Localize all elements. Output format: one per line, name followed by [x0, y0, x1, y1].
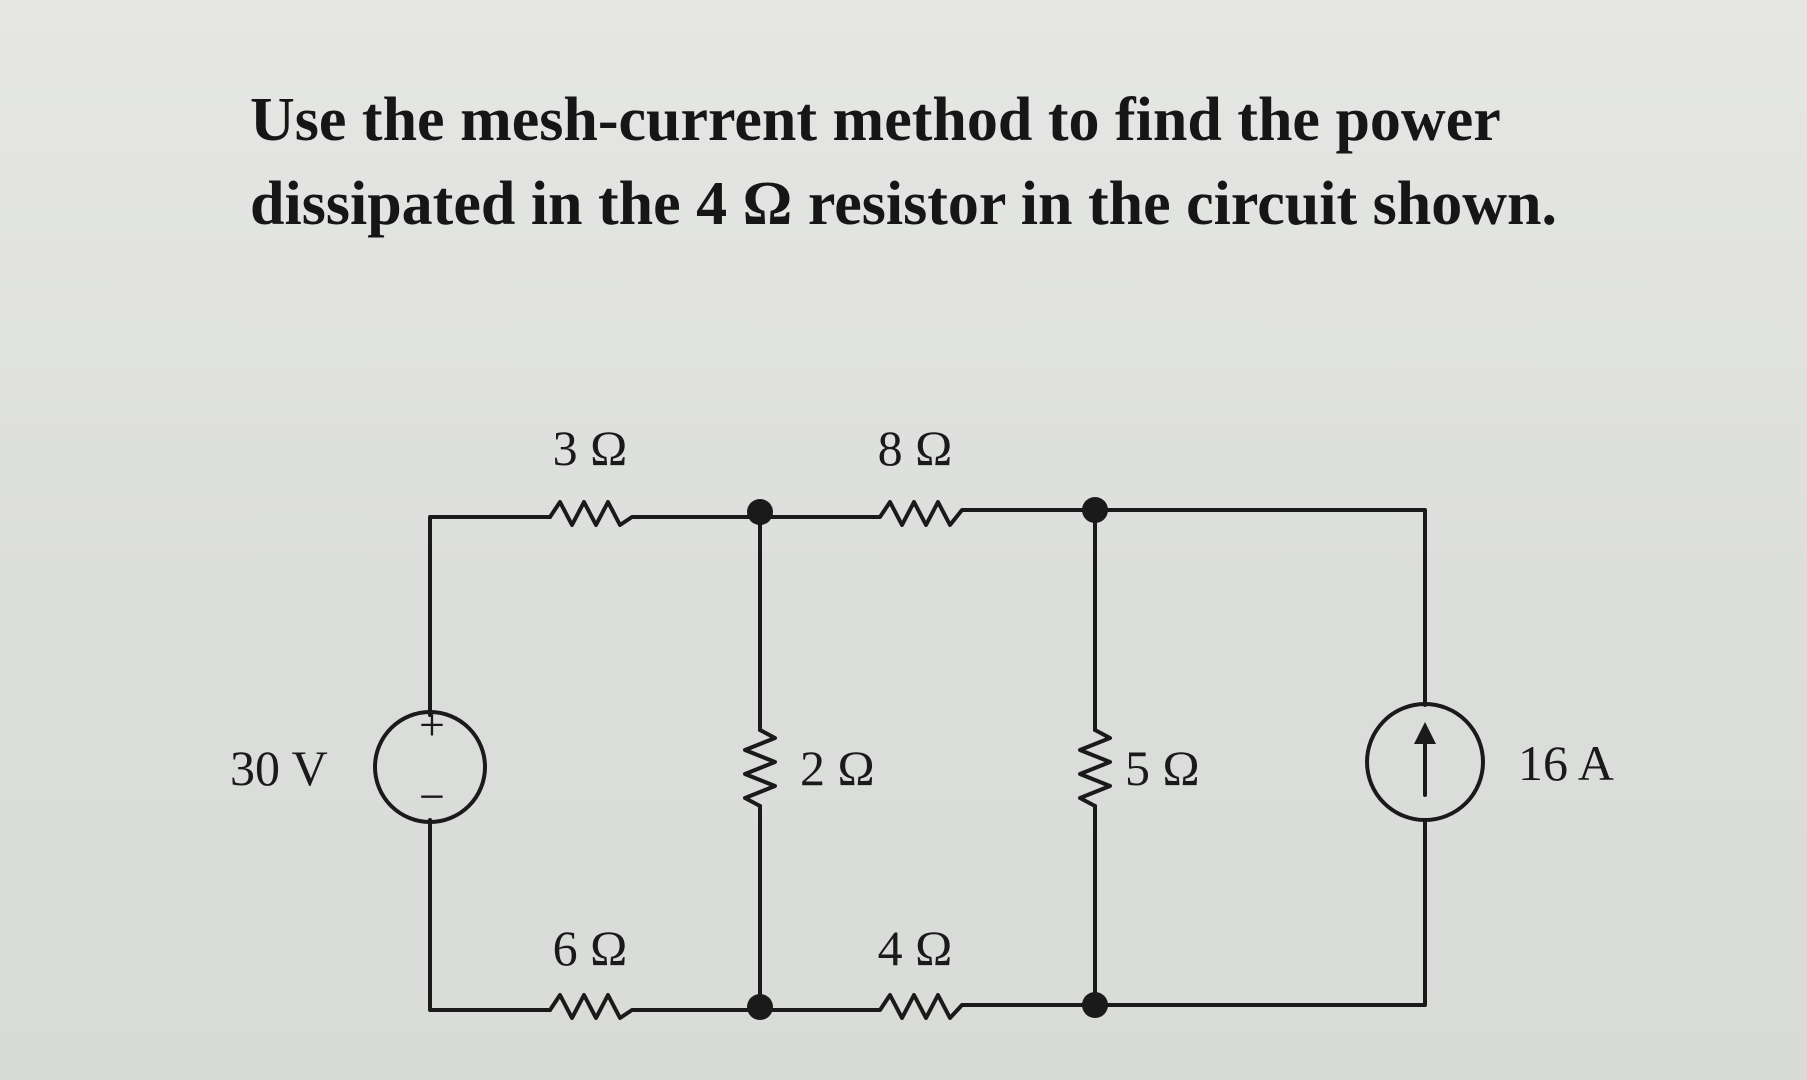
- node-top-right: [1082, 497, 1108, 523]
- current-arrow-head: [1414, 722, 1436, 744]
- label-5-ohm: 5 Ω: [1125, 740, 1200, 796]
- wire-top-right: [1093, 508, 1427, 707]
- label-4-ohm: 4 Ω: [878, 920, 953, 976]
- node-top-left: [747, 499, 773, 525]
- resistor-5-ohm: [1078, 728, 1112, 808]
- voltage-source: [373, 710, 487, 824]
- label-current-source: 16 A: [1518, 735, 1614, 791]
- node-bottom-right: [1082, 992, 1108, 1018]
- wire-left-bottom: [428, 818, 552, 1012]
- current-source: [1365, 702, 1485, 822]
- label-8-ohm: 8 Ω: [878, 420, 953, 476]
- resistor-2-ohm: [743, 728, 777, 808]
- wire-left-top: [428, 515, 552, 717]
- resistor-6-ohm: [548, 993, 762, 1020]
- label-voltage-source: 30 V: [230, 740, 328, 796]
- wire-bottom-right: [1093, 818, 1427, 1007]
- resistor-3-ohm: [548, 500, 762, 527]
- problem-line-2: dissipated in the 4 Ω resistor in the ci…: [250, 170, 1557, 238]
- problem-statement: Use the mesh-current method to find the …: [250, 78, 1710, 246]
- label-2-ohm: 2 Ω: [800, 740, 875, 796]
- plus-sign: +: [419, 699, 445, 750]
- label-3-ohm: 3 Ω: [553, 420, 628, 476]
- minus-sign: −: [419, 771, 445, 822]
- resistor-4-ohm: [758, 993, 1097, 1020]
- node-bottom-left: [747, 994, 773, 1020]
- resistor-8-ohm: [758, 500, 1097, 527]
- problem-line-1: Use the mesh-current method to find the …: [250, 86, 1501, 154]
- label-6-ohm: 6 Ω: [553, 920, 628, 976]
